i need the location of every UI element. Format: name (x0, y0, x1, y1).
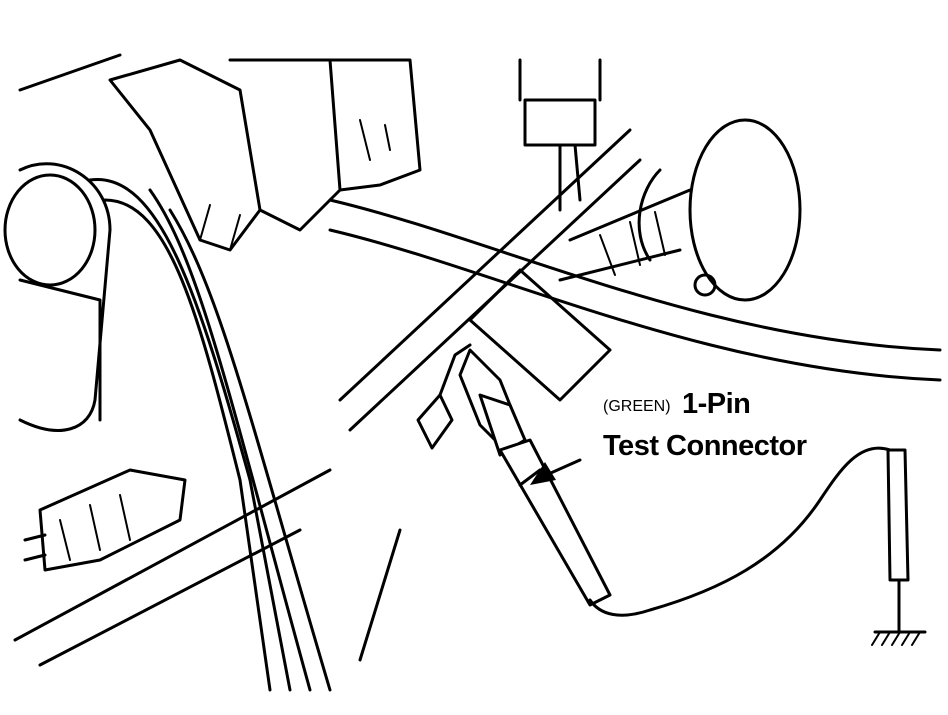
ground-test-lead (871, 448, 927, 646)
connector-label-line1: 1-Pin (682, 388, 751, 420)
cross-tube (328, 198, 942, 382)
test-connector-probe (458, 348, 892, 617)
reservoir-cap (3, 162, 112, 432)
connector-color-label: (GREEN) (603, 398, 671, 415)
left-connector-plug (23, 468, 187, 572)
diagonal-pipe (338, 128, 642, 432)
round-canister (558, 118, 802, 302)
top-right-sensor (518, 58, 602, 212)
connector-label-line2: Test Connector (603, 430, 807, 462)
relay-box-center (228, 58, 422, 232)
wiring-harness-main (88, 178, 332, 692)
small-spade-terminal (416, 343, 472, 450)
relay-box-left (108, 58, 262, 252)
background-frame-lines (13, 53, 402, 667)
